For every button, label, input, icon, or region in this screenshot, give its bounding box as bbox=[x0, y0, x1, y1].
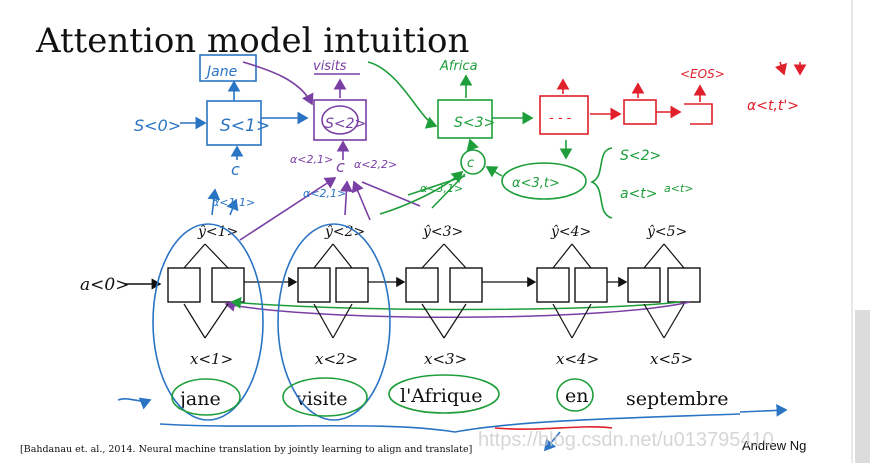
initial-activation-label: a<0> bbox=[80, 275, 129, 295]
purple-output-word: visits bbox=[313, 59, 347, 74]
red-ellipsis: - - - bbox=[549, 111, 572, 126]
french-word-en: en bbox=[565, 385, 588, 407]
green-circle-jane bbox=[171, 378, 241, 416]
green-s3-box bbox=[437, 99, 493, 139]
scrollbar-strip bbox=[855, 310, 870, 463]
green-annotations: Africa bbox=[171, 59, 613, 417]
green-alpha-ellipse-label: α<3,t> bbox=[512, 176, 560, 191]
blue-ellipse-col1 bbox=[152, 223, 264, 421]
green-alpha-ellipse bbox=[501, 162, 587, 200]
red-decoder-box-2 bbox=[623, 99, 657, 125]
french-word-septembre: septembre bbox=[626, 388, 729, 410]
red-decoder-box-1 bbox=[539, 95, 589, 135]
purple-s2-box bbox=[313, 99, 367, 141]
backward-connection-green bbox=[230, 296, 681, 311]
encoder-network: a<0> bbox=[80, 223, 729, 410]
encoder-cell-5 bbox=[627, 267, 701, 303]
output-label-2: ŷ<2> bbox=[324, 223, 365, 240]
green-a-t2-label: a<t> bbox=[664, 182, 694, 195]
blue-alpha-label: α<1,1> bbox=[212, 196, 255, 209]
purple-context-label: c bbox=[336, 157, 345, 176]
citation-text: [Bahdanau et. al., 2014. Neural machine … bbox=[20, 444, 472, 455]
purple-annotations: visits bbox=[239, 59, 421, 241]
green-a-t-label: a<t> bbox=[620, 186, 658, 202]
input-label-5: x<5> bbox=[650, 350, 693, 368]
french-word-visite: visite bbox=[295, 388, 348, 410]
french-word-jane: jane bbox=[178, 388, 221, 410]
blue-state-label: S<1> bbox=[220, 116, 270, 136]
french-word-lafrique: l'Afrique bbox=[400, 385, 483, 407]
green-alpha-in: α<3,1> bbox=[420, 182, 463, 195]
red-eos-label: <EOS> bbox=[680, 67, 725, 81]
author-label: Andrew Ng bbox=[742, 438, 806, 453]
green-context-label: c bbox=[467, 156, 474, 171]
encoder-cell-1 bbox=[167, 267, 245, 303]
blue-annotations bbox=[117, 54, 788, 452]
input-label-4: x<4> bbox=[556, 350, 599, 368]
red-alpha-label: α<t,t'> bbox=[747, 98, 799, 114]
green-circle-lafrique bbox=[388, 374, 500, 414]
blue-output-word: Jane bbox=[204, 64, 237, 80]
purple-alpha-a: α<2,1> bbox=[290, 153, 333, 166]
purple-alpha-b: α<2,1> bbox=[303, 187, 346, 200]
green-state-label: S<3> bbox=[454, 115, 495, 131]
output-label-1: ŷ<1> bbox=[197, 223, 238, 240]
input-label-1: x<1> bbox=[190, 350, 233, 368]
blue-ellipse-col2 bbox=[277, 223, 391, 421]
green-circle-visite bbox=[282, 377, 368, 417]
purple-state-label: S<2> bbox=[325, 116, 366, 132]
backward-connection-purple bbox=[224, 299, 691, 318]
encoder-cell-3 bbox=[405, 267, 483, 303]
output-label-3: ŷ<3> bbox=[422, 223, 463, 240]
green-s-prev-label: S<2> bbox=[620, 148, 661, 164]
watermark-text: https://blog.csdn.net/u013795410 bbox=[478, 429, 774, 451]
encoder-cell-2 bbox=[297, 267, 369, 303]
encoder-cell-4 bbox=[536, 267, 608, 303]
blue-context-label: c bbox=[231, 160, 240, 179]
green-output-word: Africa bbox=[439, 59, 478, 74]
input-label-2: x<2> bbox=[315, 350, 358, 368]
output-label-5: ŷ<5> bbox=[646, 223, 687, 240]
input-label-3: x<3> bbox=[424, 350, 467, 368]
red-annotations bbox=[494, 61, 807, 430]
blue-initial-state-label: S<0> bbox=[134, 116, 181, 135]
output-label-4: ŷ<4> bbox=[550, 223, 591, 240]
green-circle-en bbox=[556, 378, 594, 412]
purple-alpha-c: α<2,2> bbox=[354, 158, 397, 171]
red-decoder-box-3 bbox=[684, 103, 713, 125]
